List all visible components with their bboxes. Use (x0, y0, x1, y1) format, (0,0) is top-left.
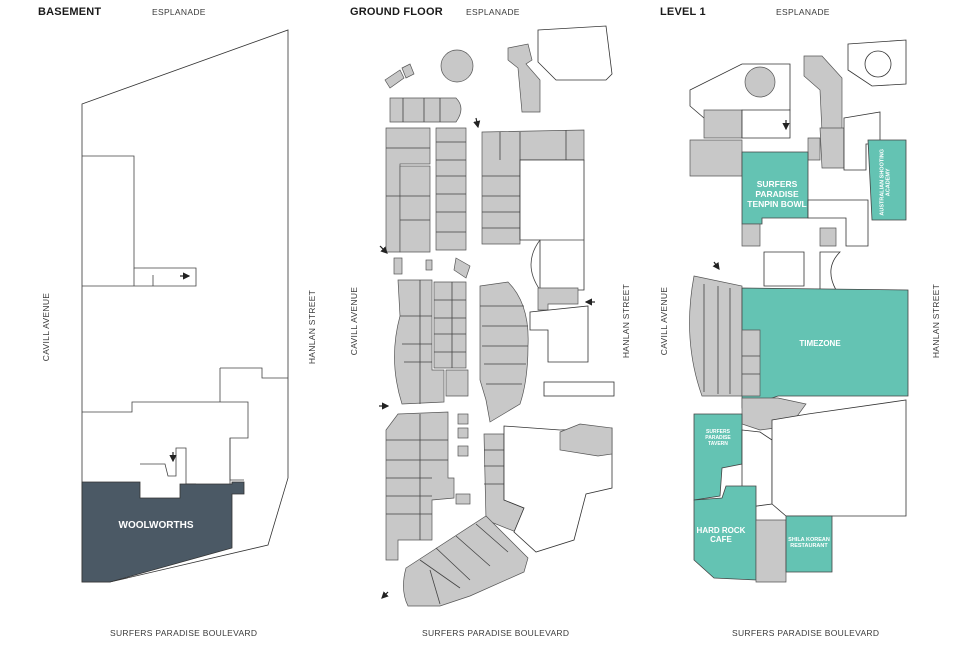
tenant-timezone: TIMEZONE (799, 339, 841, 348)
street-label-left: CAVILL AVENUE (41, 292, 51, 362)
tenant-hard-rock-cafe: HARD ROCK CAFE (696, 526, 746, 545)
tenant-tenpin-bowl: SURFERS PARADISE TENPIN BOWL (747, 179, 807, 209)
street-label-bottom: SURFERS PARADISE BOULEVARD (732, 628, 880, 638)
entry-arrow-icon (381, 591, 389, 599)
woolworths-area (81, 481, 245, 583)
street-label-top: ESPLANADE (466, 7, 520, 17)
street-label-right: HANLAN STREET (621, 283, 631, 359)
street-label-top: ESPLANADE (152, 7, 206, 17)
entry-arrow-icon (379, 245, 388, 254)
street-label-right: HANLAN STREET (931, 283, 941, 359)
shila-korean-area (785, 515, 833, 573)
floor-title-level-1: LEVEL 1 (660, 6, 706, 18)
street-label-left: CAVILL AVENUE (659, 286, 669, 356)
entry-arrow-icon (473, 117, 481, 129)
street-label-left: CAVILL AVENUE (349, 286, 359, 356)
shooting-academy-area (867, 139, 907, 221)
tenant-shooting-academy: AUSTRALIAN SHOOTING ACADEMY (879, 149, 892, 216)
floor-title-ground: GROUND FLOOR (350, 6, 443, 18)
street-label-top: ESPLANADE (776, 7, 830, 17)
street-label-bottom: SURFERS PARADISE BOULEVARD (422, 628, 570, 638)
entry-arrow-icon (712, 261, 720, 270)
floor-title-basement: BASEMENT (38, 6, 102, 18)
street-label-bottom: SURFERS PARADISE BOULEVARD (110, 628, 258, 638)
ground-floor-map (379, 25, 615, 607)
street-label-right: HANLAN STREET (307, 289, 317, 365)
tenant-shila-korean: SHILA KOREAN RESTAURANT (788, 537, 830, 550)
basement-map (81, 29, 289, 583)
tenant-tavern: SURFERS PARADISE TAVERN (705, 429, 731, 447)
tenant-woolworths: WOOLWORTHS (118, 520, 194, 531)
level-1-map (689, 39, 909, 583)
